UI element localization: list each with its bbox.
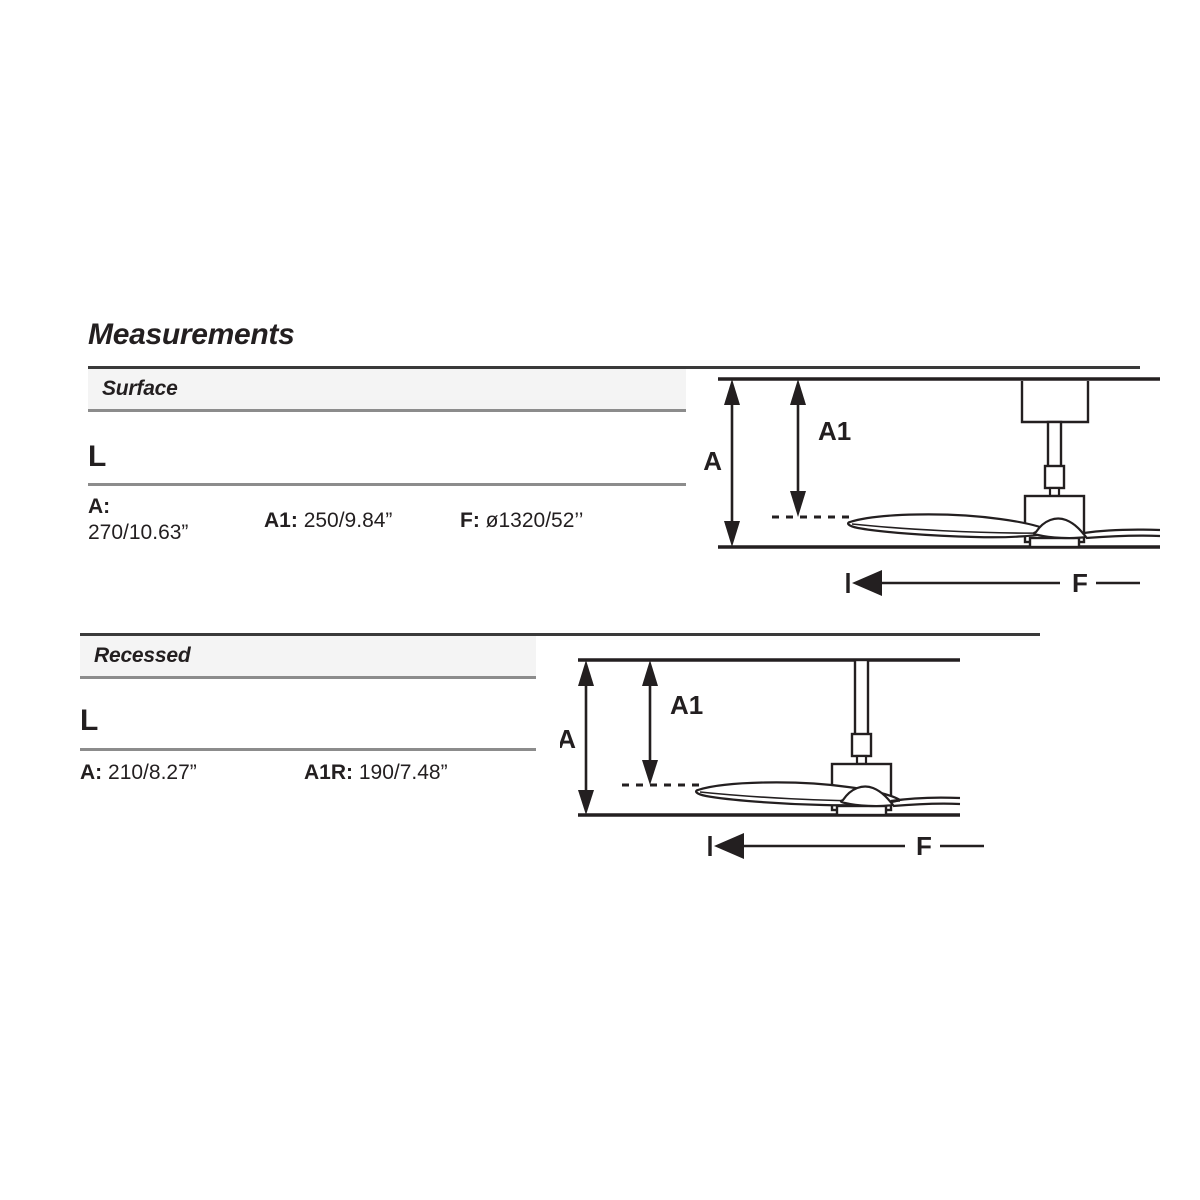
- measurement-a1r: A1R: 190/7.48”: [304, 760, 448, 786]
- fan-blade-right-upper: [1083, 528, 1160, 535]
- downrod-stub: [855, 754, 868, 766]
- measurement-f-value: ø1320/52’’: [485, 509, 584, 532]
- section-recessed-l-bottom-rule: [80, 748, 536, 751]
- downrod-stub: [1048, 486, 1061, 498]
- dimension-f-label: F: [1072, 568, 1088, 598]
- measurement-f: F: ø1320/52’’: [460, 508, 583, 534]
- measurement-a1r-key: A1R:: [304, 761, 354, 784]
- measurement-a1r-value: 190/7.48”: [358, 761, 448, 784]
- section-recessed-band-bottom-rule: [80, 676, 536, 679]
- measurement-a-recessed: A: 210/8.27”: [80, 760, 197, 786]
- fan-blade-right-upper: [890, 796, 961, 803]
- dimension-a-arrow: [724, 379, 740, 547]
- measurement-a1-key: A1:: [264, 509, 298, 532]
- section-surface-l-bottom-rule: [88, 483, 686, 486]
- measurement-a: A: 270/10.63”: [88, 494, 238, 547]
- fan-blade-right-lower: [1085, 534, 1160, 540]
- dimension-a-arrow: [578, 660, 594, 815]
- blade-hub-plate: [1028, 536, 1081, 549]
- section-recessed-band: Recessed: [80, 636, 536, 676]
- measurement-a-recessed-value: 210/8.27”: [108, 761, 197, 784]
- dimension-a1-label: A1: [670, 690, 703, 720]
- measurement-a-key: A:: [88, 495, 111, 518]
- recessed-mount-fan-diagram: A A1 F: [560, 640, 1020, 870]
- section-surface-band-bottom-rule: [88, 409, 686, 412]
- measurement-a1: A1: 250/9.84”: [264, 508, 392, 534]
- section-recessed-group-label: L: [80, 704, 99, 737]
- section-recessed-measurements: A: 210/8.27” A1R: 190/7.48”: [80, 760, 550, 800]
- dimension-a1-label: A1: [818, 416, 851, 446]
- blade-hub-plate: [835, 804, 888, 817]
- measurement-a-value: 270/10.63”: [88, 521, 189, 545]
- fan-blade-left-edge: [851, 523, 1053, 534]
- fan-blade-left: [847, 513, 1055, 539]
- measurement-f-key: F:: [460, 509, 480, 532]
- downrod-coupling: [850, 732, 873, 758]
- section-surface-group-label: L: [88, 440, 107, 473]
- section-recessed-top-rule: [80, 633, 1040, 636]
- page-title: Measurements: [88, 318, 295, 351]
- section-recessed-band-label: Recessed: [94, 644, 191, 667]
- dimension-a-label: A: [703, 446, 722, 476]
- section-surface-band-label: Surface: [102, 377, 178, 400]
- measurement-a1-value: 250/9.84”: [303, 509, 393, 532]
- downrod: [853, 658, 870, 742]
- recessed-mount-fan-svg: A A1 F: [560, 658, 984, 861]
- downrod: [1046, 420, 1063, 474]
- surface-mount-fan-diagram: A A1 F: [700, 360, 1160, 610]
- dimension-a-label: A: [560, 724, 576, 754]
- fan-blade-right-lower: [892, 802, 961, 808]
- dimension-a1-arrow: [642, 660, 658, 785]
- section-surface-top-rule: [88, 366, 1140, 369]
- dimension-f-label: F: [916, 831, 932, 861]
- surface-mount-fan-svg: A A1 F: [703, 377, 1160, 598]
- measurement-a-recessed-key: A:: [80, 761, 103, 784]
- canopy-box: [1020, 381, 1090, 424]
- dimension-f-arrow: [708, 833, 905, 859]
- dimension-a1-arrow: [790, 379, 806, 517]
- dimension-f-arrow: [846, 570, 1060, 596]
- downrod-coupling: [1043, 464, 1066, 490]
- section-surface-measurements: A: 270/10.63” A1: 250/9.84” F: ø1320/52’…: [88, 494, 688, 554]
- section-surface-band: Surface: [88, 369, 686, 409]
